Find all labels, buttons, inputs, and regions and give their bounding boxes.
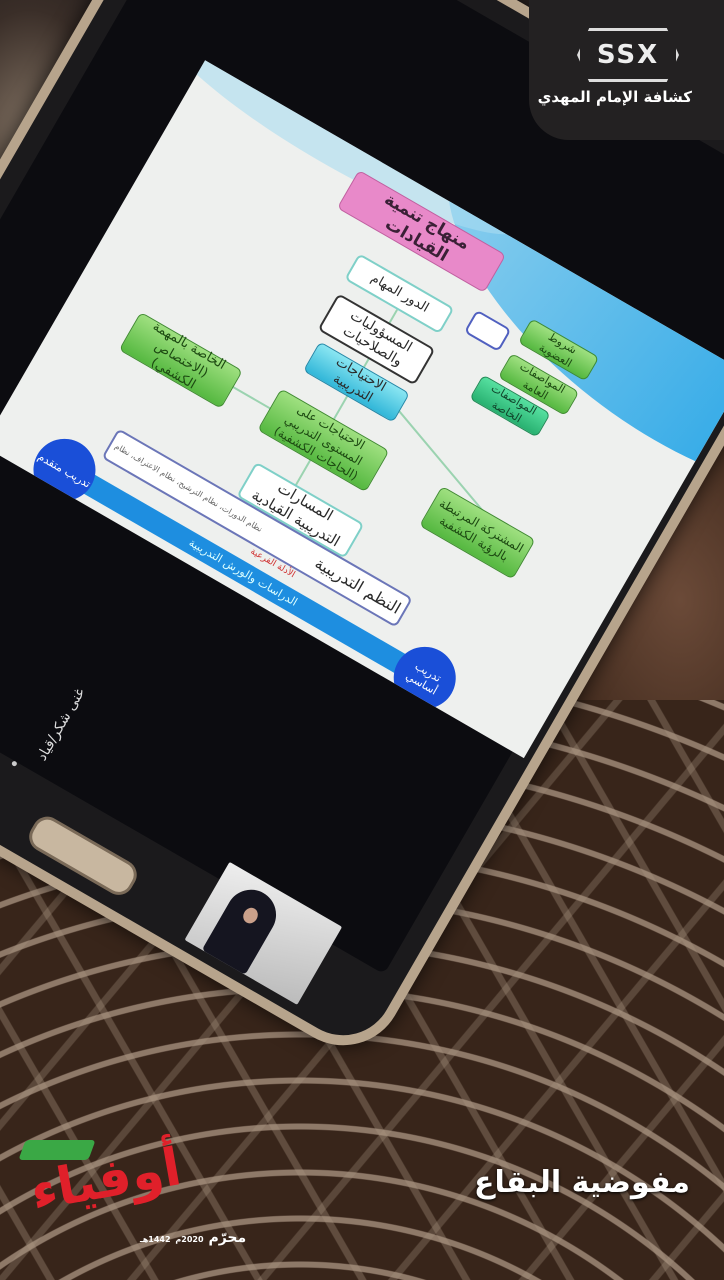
logo-panel: SSX كشافة الإمام المهدي [529, 0, 724, 140]
badge-year-g: 2020م [175, 1235, 204, 1244]
awfiya-badge: أوفياء محرّم 2020م 1442هـ [10, 1110, 246, 1260]
shared-vision-box: المشتركة المرتبطة بالرؤية الكشفية [419, 485, 536, 580]
specs-connector-box [463, 309, 512, 353]
participant-figure [201, 880, 286, 975]
badge-month: محرّم [208, 1230, 247, 1246]
badge-year-h: 1442هـ [140, 1235, 171, 1244]
region-title: مفوضية البقاع [474, 1165, 690, 1200]
logo-text: كشافة الإمام المهدي [537, 88, 692, 106]
badge-date: محرّم 2020م 1442هـ [140, 1230, 246, 1246]
specialty-needs-box: الخاصة بالمهمة (الاختصاص الكشفي) [118, 311, 243, 409]
page-dots [0, 679, 18, 768]
scouts-logo-icon: SSX [577, 28, 679, 82]
